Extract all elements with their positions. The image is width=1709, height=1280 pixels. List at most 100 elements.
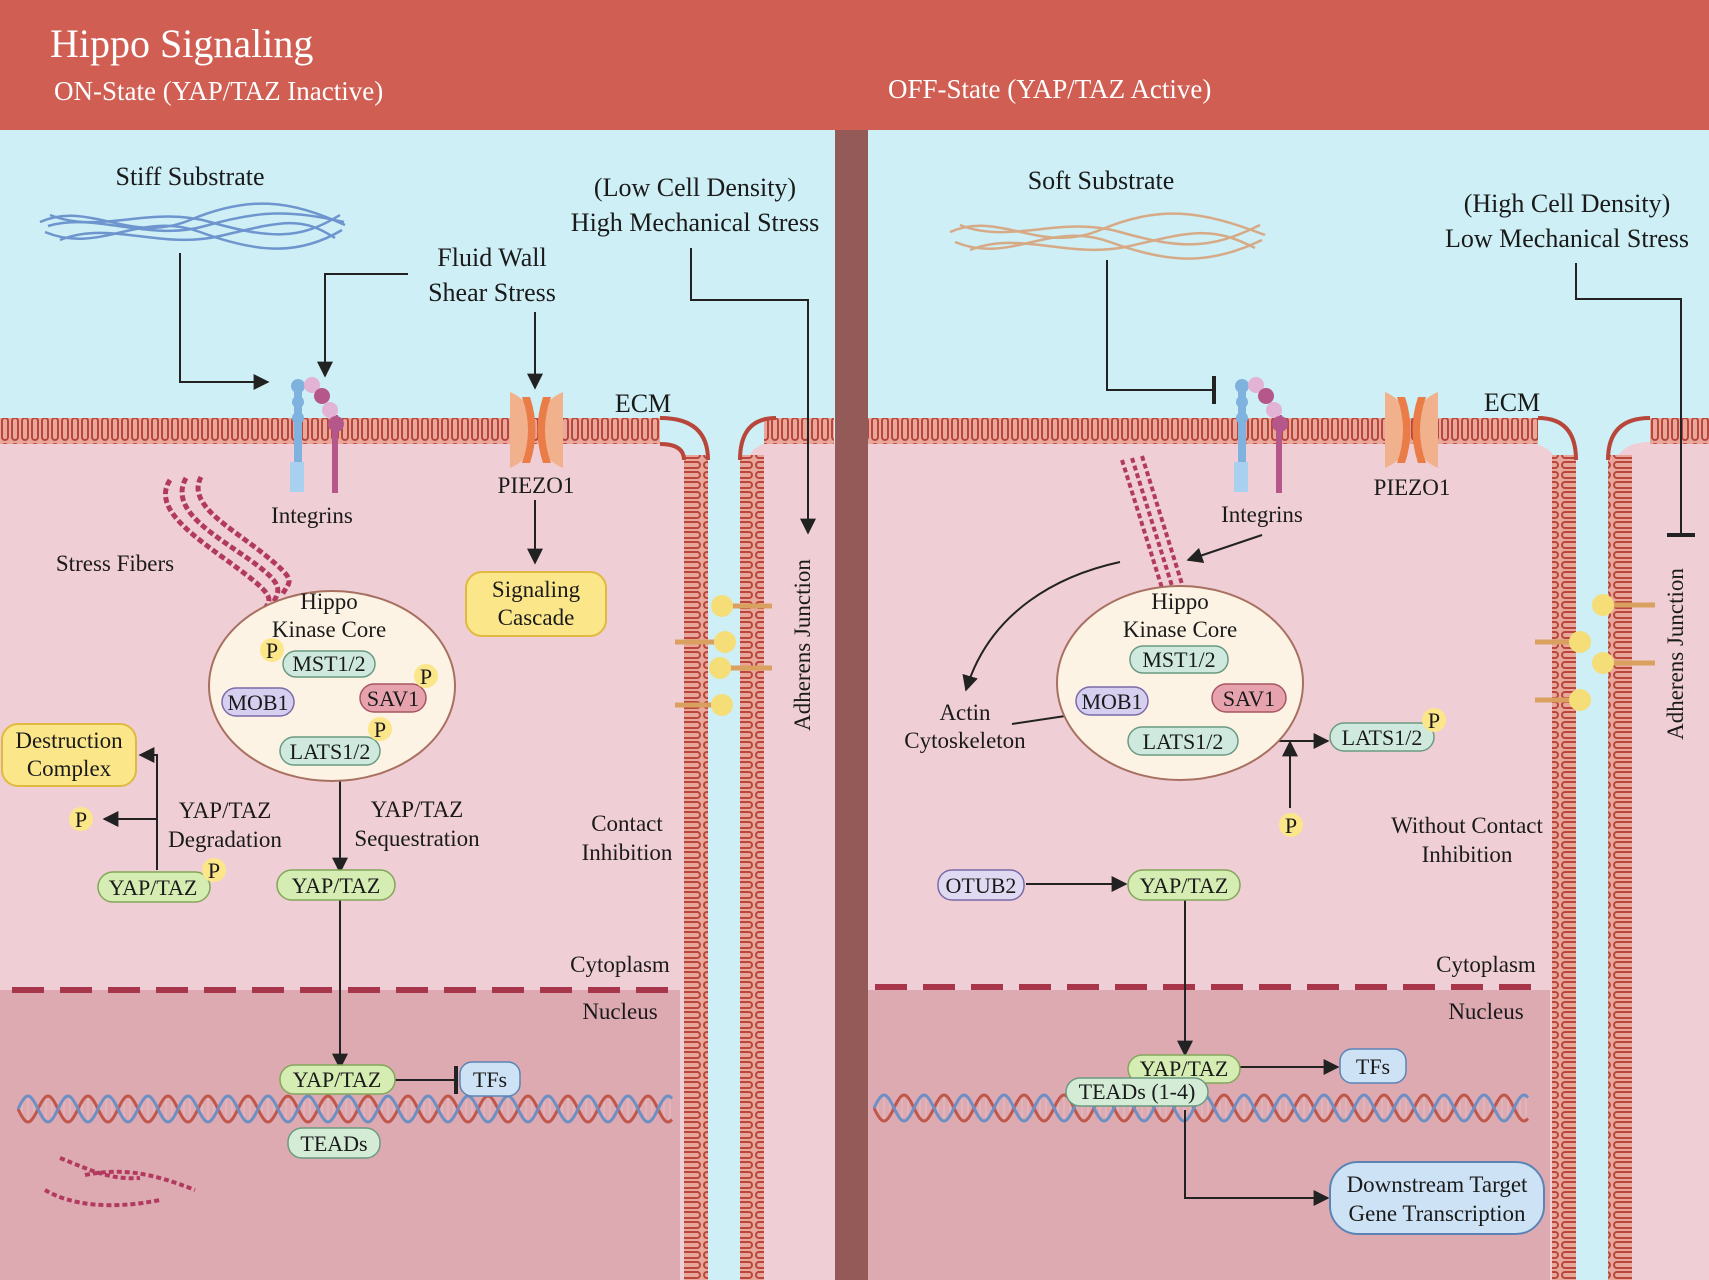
svg-text:YAP/TAZ: YAP/TAZ: [1140, 873, 1229, 898]
left-dna-helix: [16, 1094, 674, 1124]
svg-text:TEADs (1-4): TEADs (1-4): [1079, 1079, 1196, 1104]
yellow-box-destruction-complex: Destruction Complex: [1, 723, 137, 787]
left-neighbour-membrane: [740, 455, 764, 1280]
left-lats-pill: LATS1/2: [279, 736, 381, 766]
p-badge-mst: P: [260, 638, 284, 663]
svg-text:P: P: [208, 858, 220, 883]
left-integrin-icon: [290, 377, 344, 493]
stiff-substrate-fibres: [39, 202, 346, 250]
p-badge-degraded: P: [69, 807, 93, 832]
right-inhibition-label: Inhibition: [1422, 842, 1513, 867]
left-hippo-label: Hippo: [300, 589, 358, 614]
svg-text:P: P: [266, 638, 278, 663]
left-yaptaz-cyto-pill: YAP/TAZ: [276, 869, 396, 901]
left-adherens-proteins: [675, 595, 772, 716]
right-dna-helix: [872, 1093, 1530, 1123]
panel-divider: [835, 130, 868, 1280]
left-ecm-label: ECM: [615, 389, 671, 418]
svg-text:P: P: [75, 807, 87, 832]
right-teads-pill: TEADs (1-4): [1065, 1077, 1209, 1107]
left-membrane-side: [684, 455, 708, 1280]
right-tfs-pill: TFs: [1339, 1048, 1407, 1084]
figure-title: Hippo Signaling: [50, 21, 314, 66]
left-yaptaz-nucleus-pill: YAP/TAZ: [279, 1064, 396, 1095]
left-kinase-core-label: Kinase Core: [272, 617, 386, 642]
right-integrins-label: Integrins: [1221, 502, 1303, 527]
soft-substrate-label: Soft Substrate: [1028, 166, 1175, 195]
signaling-cascade-line1: Signaling: [492, 577, 581, 602]
svg-text:MOB1: MOB1: [227, 690, 288, 715]
left-teads-pill: TEADs: [287, 1127, 381, 1159]
right-panel-labels: Soft Substrate (High Cell Density) Low M…: [904, 166, 1689, 1024]
right-hippo-label: Hippo: [1151, 589, 1209, 614]
p-badge-lats: P: [368, 717, 392, 742]
right-integrin-icon: [1234, 377, 1288, 493]
sequestration-label-1: YAP/TAZ: [371, 797, 464, 822]
right-neighbour-membrane: [1608, 455, 1632, 1280]
soft-substrate-fibres: [949, 212, 1266, 260]
pathway-arrows: [102, 248, 1695, 1206]
right-hippo-core: [1056, 585, 1304, 781]
svg-text:SAV1: SAV1: [367, 686, 419, 711]
right-piezo1-icon: [1385, 392, 1438, 468]
left-panel-labels: Stiff Substrate (Low Cell Density) High …: [56, 162, 819, 1024]
right-ecm-label: ECM: [1484, 388, 1540, 417]
left-yaptaz-phospho-pill: YAP/TAZ: [97, 871, 211, 903]
svg-text:P: P: [1285, 813, 1297, 838]
left-mst-pill: MST1/2: [282, 650, 376, 678]
right-neighbour-cell: [1612, 442, 1709, 1280]
svg-text:Gene Transcription: Gene Transcription: [1349, 1201, 1526, 1226]
destruction-complex-line1: Destruction: [15, 728, 123, 753]
degradation-label-1: YAP/TAZ: [179, 798, 272, 823]
right-adherens-label: Adherens Junction: [1663, 568, 1688, 740]
right-membrane-side: [1552, 455, 1576, 1280]
phosphate-badges: P P P P P P P: [69, 638, 1446, 883]
actin-label: Actin: [939, 700, 991, 725]
svg-text:LATS1/2: LATS1/2: [1342, 725, 1423, 750]
left-cytoplasm-label: Cytoplasm: [570, 952, 670, 977]
stress-fibers-label: Stress Fibers: [56, 551, 174, 576]
right-adherens-proteins: [1535, 594, 1655, 711]
right-lats-phospho-pill: LATS1/2: [1329, 722, 1435, 752]
fluid-wall-label: Fluid Wall: [437, 243, 546, 272]
off-state-label: OFF-State (YAP/TAZ Active): [888, 74, 1212, 104]
yellow-box-signaling-cascade: Signaling Cascade: [465, 571, 607, 637]
nuclear-actin-fragments: [43, 1156, 196, 1208]
left-sav1-pill: SAV1: [359, 683, 427, 713]
svg-text:TFs: TFs: [473, 1067, 507, 1092]
svg-text:P: P: [420, 664, 432, 689]
svg-text:OTUB2: OTUB2: [946, 873, 1017, 898]
p-badge-right-lats: P: [1422, 708, 1446, 733]
degradation-label-2: Degradation: [168, 827, 282, 852]
svg-text:P: P: [1428, 708, 1440, 733]
left-mob1-pill: MOB1: [221, 687, 295, 717]
right-nucleus-region: [868, 990, 1550, 1280]
contact-label-2: Inhibition: [582, 840, 673, 865]
on-state-label: ON-State (YAP/TAZ Inactive): [54, 76, 384, 106]
without-contact-label: Without Contact: [1391, 813, 1543, 838]
left-integrins-label: Integrins: [271, 503, 353, 528]
low-density-label: (Low Cell Density): [594, 173, 796, 202]
p-badge-yaptaz: P: [202, 858, 226, 883]
svg-text:YAP/TAZ: YAP/TAZ: [293, 1067, 382, 1092]
left-piezo1-icon: [510, 392, 563, 468]
svg-text:YAP/TAZ: YAP/TAZ: [109, 875, 198, 900]
right-nucleus-label: Nucleus: [1448, 999, 1523, 1024]
left-piezo1-label: PIEZO1: [498, 473, 575, 498]
left-adherens-label: Adherens Junction: [790, 559, 815, 731]
stiff-substrate-label: Stiff Substrate: [115, 162, 264, 191]
p-badge-right-free: P: [1279, 813, 1303, 838]
svg-text:LATS1/2: LATS1/2: [290, 739, 371, 764]
cytoskeleton-label: Cytoskeleton: [904, 728, 1026, 753]
right-lats-pill: LATS1/2: [1127, 726, 1239, 756]
otub2-pill: OTUB2: [937, 869, 1025, 901]
right-mst-pill: MST1/2: [1129, 645, 1229, 674]
high-density-label: (High Cell Density): [1464, 189, 1671, 218]
stress-fibers-icon: [162, 475, 292, 617]
high-stress-label: High Mechanical Stress: [571, 208, 819, 237]
svg-text:Downstream Target: Downstream Target: [1347, 1172, 1528, 1197]
svg-text:LATS1/2: LATS1/2: [1143, 729, 1224, 754]
destruction-complex-line2: Complex: [27, 756, 112, 781]
